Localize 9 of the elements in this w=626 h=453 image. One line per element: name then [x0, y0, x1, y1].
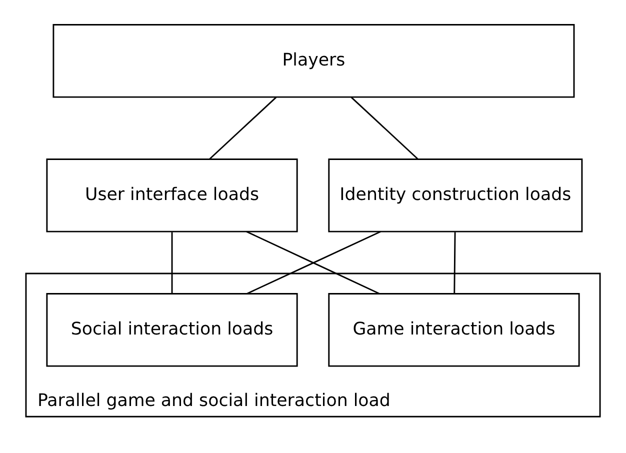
node-box: Players	[52, 24, 575, 98]
connector	[350, 96, 418, 160]
connector	[171, 232, 173, 294]
node-box: Social interaction loads	[46, 293, 298, 367]
node-box: User interface loads	[46, 158, 298, 232]
node-box: Identity construction loads	[328, 158, 583, 232]
connector	[454, 232, 456, 294]
connector	[209, 96, 277, 160]
node-box: Game interaction loads	[328, 293, 580, 367]
